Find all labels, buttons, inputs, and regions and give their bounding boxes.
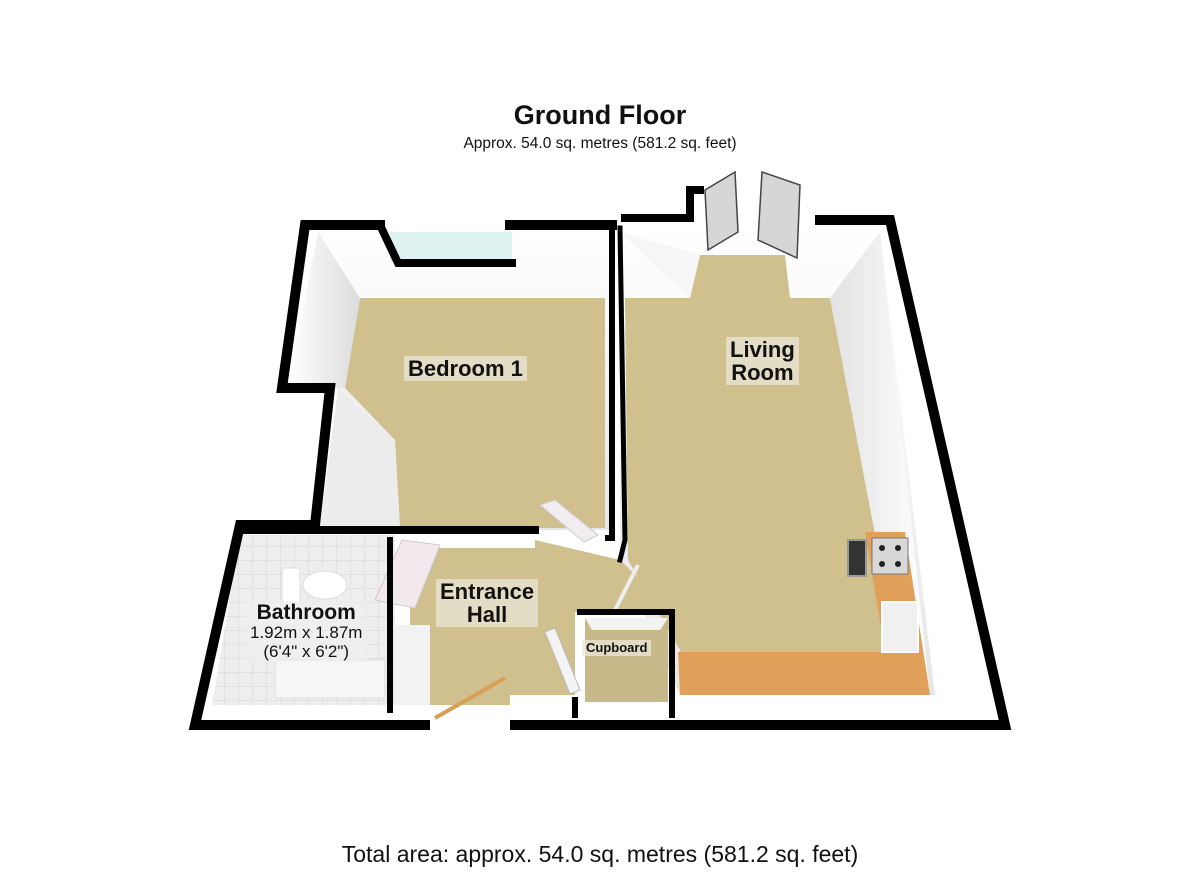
bathroom-dimensions-imperial: (6'4" x 6'2") (263, 641, 350, 661)
bedroom-window (390, 232, 512, 262)
room-label-entrance-hall: Entrance Hall (436, 579, 539, 628)
room-label-cupboard: Cupboard (582, 640, 652, 656)
floor-title: Ground Floor (513, 100, 687, 130)
living-room-door (613, 564, 640, 611)
bath-icon (274, 659, 386, 699)
room-label-bedroom-1: Bedroom 1 (404, 356, 527, 382)
hob-icon (871, 537, 909, 575)
room-label-living-room: Living Room (726, 337, 799, 386)
total-area: Total area: approx. 54.0 sq. metres (581… (341, 841, 859, 867)
cupboard (585, 618, 668, 702)
floor-area-subtitle: Approx. 54.0 sq. metres (581.2 sq. feet) (463, 135, 737, 152)
oven-icon (847, 539, 867, 577)
living-room (620, 225, 935, 695)
front-door (434, 676, 506, 720)
room-label-bathroom: Bathroom 1.92m x 1.87m (6'4" x 6'2") (246, 601, 367, 663)
bathroom-dimensions-metric: 1.92m x 1.87m (250, 623, 363, 643)
sink-icon (881, 601, 919, 653)
cupboard-door (544, 627, 581, 695)
walls (188, 186, 1012, 730)
kitchen (678, 532, 930, 695)
french-door-right (757, 170, 801, 260)
toilet-icon (302, 570, 348, 600)
bedroom-door (538, 499, 599, 543)
french-door-left (704, 170, 739, 252)
